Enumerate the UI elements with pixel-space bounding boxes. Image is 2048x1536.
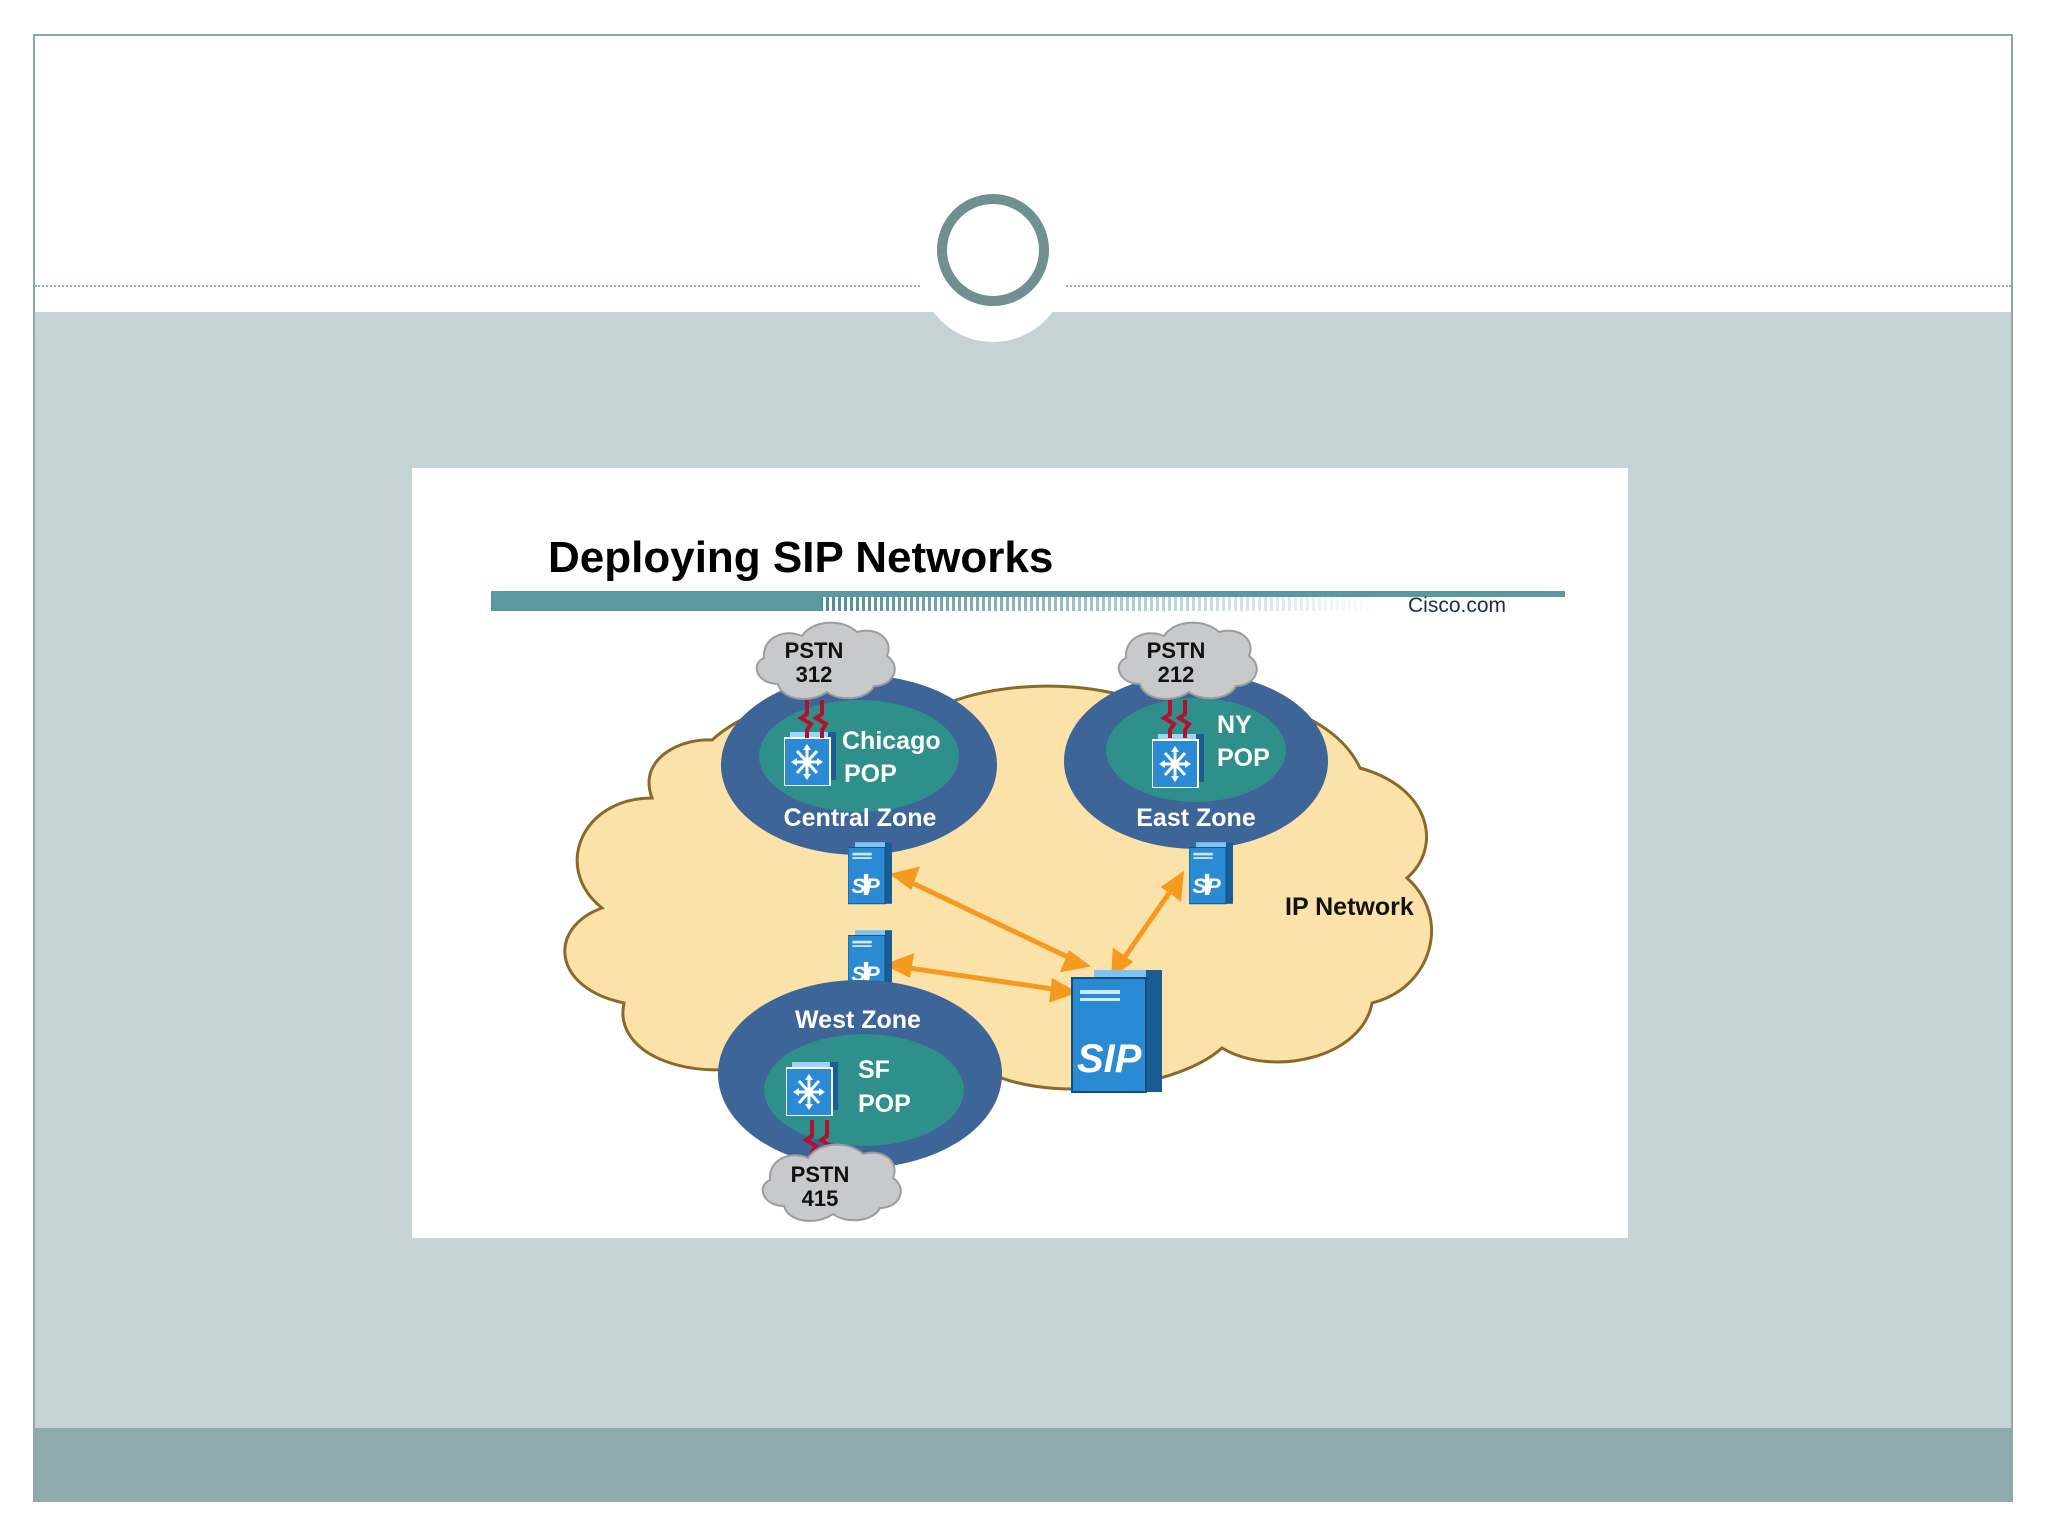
ip-network-label: IP Network [1285, 893, 1414, 921]
ny-router-icon [1152, 734, 1204, 788]
west-zone: West Zone SF POP [718, 980, 1002, 1168]
sip-server-label: SIP [1077, 1037, 1142, 1081]
pstn-415: PSTN 415 [761, 1120, 902, 1222]
central-sip-proxy-icon [848, 841, 892, 905]
arrow-central-to-server [904, 877, 1076, 963]
chicago-pop-name: Chicago [842, 727, 941, 755]
east-sip-proxy-icon [1189, 841, 1233, 905]
slide-footer-band [35, 1428, 2011, 1502]
sf-router-icon [786, 1062, 838, 1116]
central-zone: Chicago POP Central Zone [721, 675, 997, 855]
trunk-lightning-icon [1160, 700, 1192, 738]
decorative-ring-icon [937, 194, 1049, 306]
brand-label: Cisco.com [1408, 594, 1506, 617]
diagram-figure: SP Deploying SIP Networks Cisco.com IP N… [412, 468, 1628, 1238]
east-zone-label: East Zone [1136, 804, 1256, 832]
pstn-cloud-icon [761, 1143, 902, 1222]
ny-pop-suffix: POP [1217, 744, 1270, 772]
arrowhead [889, 866, 920, 890]
pstn-cloud-icon [1117, 621, 1258, 700]
pstn-code: 312 [796, 662, 833, 687]
pstn-code: 212 [1158, 662, 1195, 687]
sf-pop-name: SF [858, 1056, 890, 1084]
ny-pop-name: NY [1217, 711, 1252, 739]
chicago-router-icon [784, 732, 836, 786]
arrowhead [1111, 947, 1134, 979]
arrowhead [1049, 978, 1079, 1003]
sip-network-diagram: SP Deploying SIP Networks Cisco.com IP N… [491, 533, 1565, 1222]
arrowhead [1059, 950, 1092, 973]
figure-title: Deploying SIP Networks [548, 533, 1053, 582]
arrow-east-to-server [1117, 884, 1177, 966]
sf-pop-suffix: POP [858, 1090, 911, 1118]
pstn-code: 415 [802, 1186, 839, 1211]
arrowhead [883, 953, 915, 978]
sip-server-icon [1071, 977, 1147, 1093]
central-sip-server: SIP [1071, 970, 1162, 1093]
pstn-cloud-icon [755, 621, 896, 700]
pstn-312: PSTN 312 [755, 621, 896, 738]
pstn-212: PSTN 212 [1117, 621, 1258, 738]
pstn-label: PSTN [1147, 638, 1206, 663]
arrow-west-to-server [901, 964, 1061, 993]
title-bar [491, 597, 821, 611]
chicago-pop-suffix: POP [844, 760, 897, 788]
pstn-label: PSTN [791, 1162, 850, 1187]
pstn-label: PSTN [785, 638, 844, 663]
title-underline [491, 591, 1565, 597]
trunk-lightning-icon [797, 700, 829, 738]
west-zone-label: West Zone [795, 1006, 921, 1034]
connection-arrows [883, 866, 1184, 1003]
east-zone: NY POP East Zone [1064, 673, 1328, 849]
central-zone-label: Central Zone [784, 804, 937, 832]
arrowhead [1160, 870, 1184, 902]
